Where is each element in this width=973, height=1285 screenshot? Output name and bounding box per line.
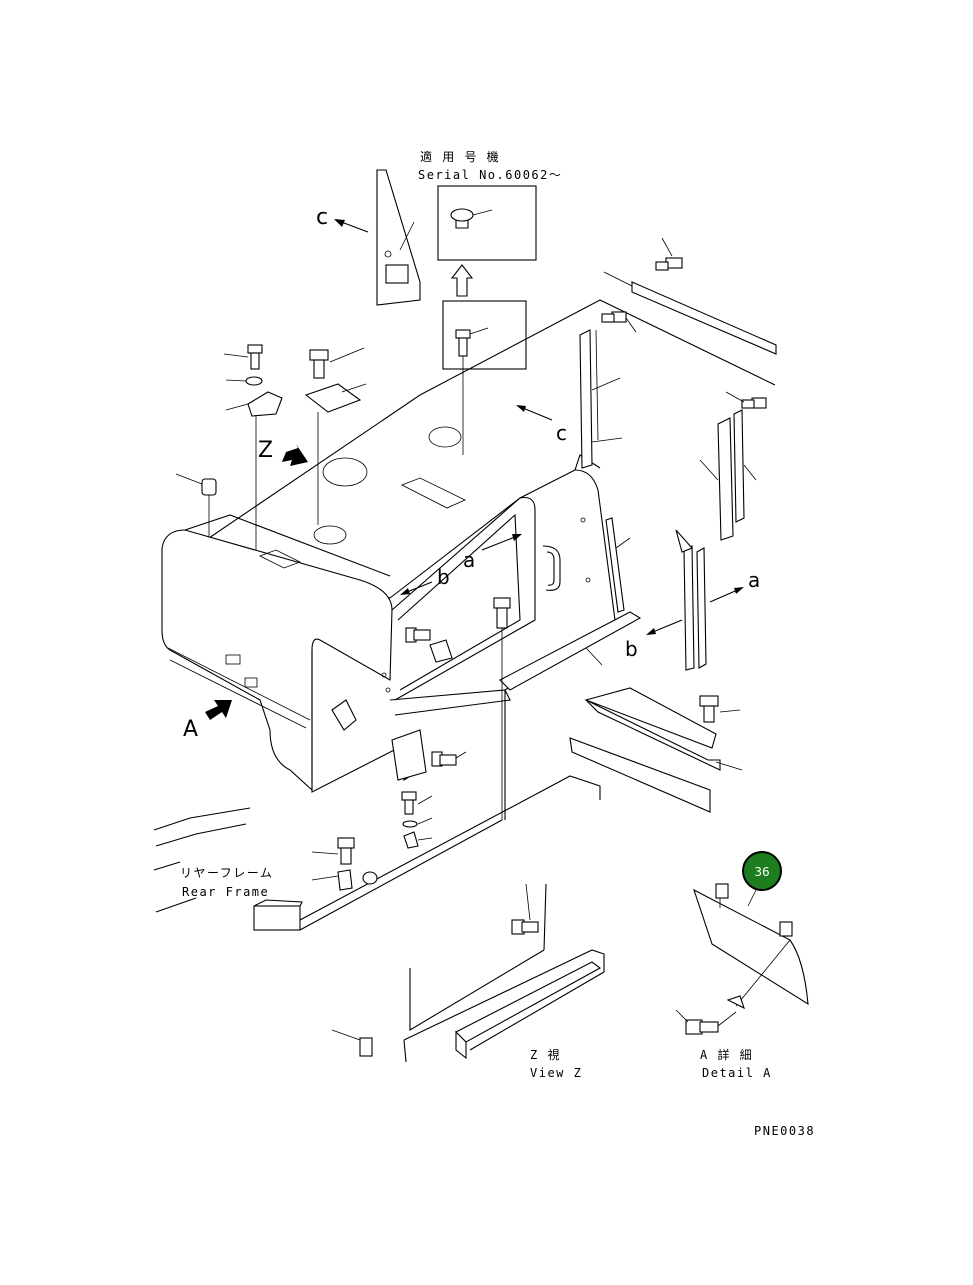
bolt-upper-left-icon [223,344,263,370]
up-arrow-icon [450,264,474,297]
drawing-code: PNE0038 [754,1124,815,1138]
arrow-a-right-icon [709,587,744,603]
view-z-label-jp: Z 視 [530,1047,561,1062]
callout-b-right: b [625,637,638,661]
serial-detail-box [437,185,537,261]
applicable-serial-label-jp: 適 用 号 機 [420,149,500,164]
bolt-top-right-icon [655,237,683,271]
detail-a-label-jp: A 詳 細 [700,1047,753,1062]
arrow-a-left-icon [481,534,522,551]
arrow-c-top-icon [334,219,369,233]
vertical-strip-1 [579,329,623,469]
vertical-strip-3 [675,529,707,671]
lower-cover-plate [569,737,743,813]
bolt-bracket-right-icon [699,695,741,723]
rear-frame-label-jp: リヤーフレーム [180,866,273,880]
angle-bracket-right [584,687,721,771]
bolt-detail-box [442,300,527,370]
bolt-rear-frame-icon [311,837,355,865]
clip-rear-frame-icon [311,869,378,891]
callout-a-view: A [183,717,198,742]
callout-z: Z [258,438,273,463]
bolt-side-panel-icon [405,627,453,663]
arrow-a-icon [205,700,232,720]
plug-icon [175,473,217,540]
bolt-right-edge-icon [725,391,767,409]
bolt-detail-a-icon [675,995,745,1035]
arrow-c-mid-icon [516,405,553,421]
detail-a-label-en: Detail A [702,1066,772,1080]
arrow-z-icon [282,444,308,466]
bolt-icon [455,327,489,357]
hood-assembly [161,299,776,820]
cover-plate-icon [304,383,367,525]
detail-a-plate [693,883,809,1007]
rear-frame [153,775,601,931]
callout-a-left: a [463,548,475,572]
bolt-mid-right-icon [601,311,637,333]
bolt-upper-mid-icon [309,347,365,379]
access-panel [331,699,427,781]
view-z-frame [331,883,605,1063]
serial-number-label: Serial No.60062～ [418,168,562,182]
top-rail-right [603,271,777,355]
rear-frame-label-en: Rear Frame [182,885,269,899]
lower-rail [499,611,642,691]
door-seal-strip [605,517,631,613]
arrow-b-right-icon [646,619,683,635]
arrow-b-left-icon [400,581,433,595]
bolt-view-z-icon [511,883,539,935]
bolt-lower-panel-icon [431,751,467,767]
bolt-stack-center-icon [401,791,433,849]
view-z-label-en: View Z [530,1066,582,1080]
callout-b-left: b [437,565,450,589]
item-number-badge[interactable]: 36 [742,851,782,891]
item-number-badge-text: 36 [754,865,769,879]
callout-c-mid: c [556,421,567,445]
vertical-strip-2 [699,409,757,541]
callout-c-top: c [316,205,328,230]
bolt-center-icon [493,597,511,820]
side-plate-c [376,169,421,306]
washer-icon [225,376,263,386]
cap-icon [450,208,493,229]
callout-a-right: a [748,568,760,592]
bracket-icon [225,391,283,575]
